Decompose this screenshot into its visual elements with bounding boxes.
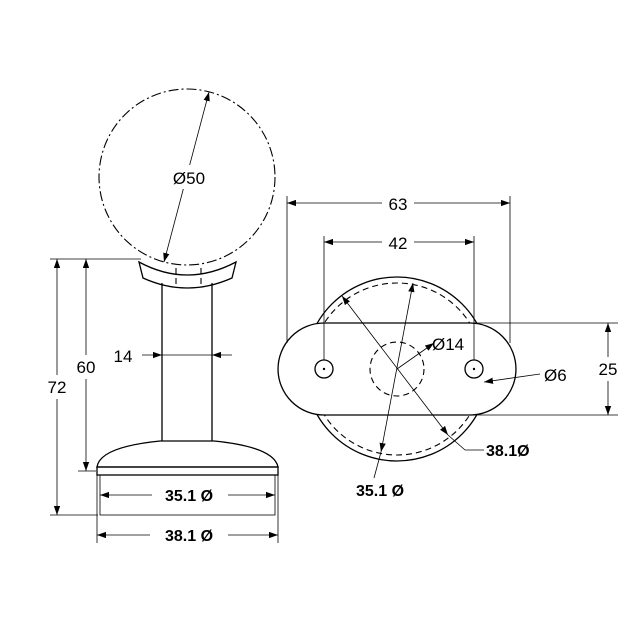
top-inner-diameter-label: 35.1 Ø — [356, 483, 404, 500]
saddle-cup — [138, 260, 237, 289]
ball-diameter-label: Ø50 — [173, 169, 205, 188]
plate-length-label-bg — [382, 191, 414, 215]
top-inner-diameter-line — [379, 282, 415, 453]
post-width-label: 14 — [114, 347, 133, 366]
ball-label-bg — [163, 165, 217, 189]
hole-spacing-label-bg — [382, 230, 414, 254]
base-inner-diameter-label: 35.1 Ø — [165, 488, 213, 505]
plate-length-label: 63 — [389, 195, 408, 214]
base-outer-diameter-label: 38.1 Ø — [165, 528, 213, 545]
top-inner-diameter-tail — [373, 451, 382, 479]
base-outer-label-bg — [150, 523, 228, 547]
base-inner-label-bg — [152, 483, 228, 507]
base-dome — [96, 440, 279, 468]
height-inner-label-bg — [72, 355, 100, 379]
top-outer-diameter-label: 38.1Ø — [486, 443, 530, 460]
height-total-label: 72 — [48, 378, 67, 397]
plate-width-label: 25 — [599, 360, 618, 379]
side-hole-label: Ø6 — [544, 366, 567, 385]
height-total-label-bg — [43, 375, 71, 399]
top-outer-diameter-tail — [447, 434, 466, 451]
base-flange — [96, 466, 279, 476]
hole-spacing-label: 42 — [389, 234, 408, 253]
height-inner-label: 60 — [77, 358, 96, 377]
side-hole-leader — [483, 373, 541, 384]
plate-width-label-bg — [592, 357, 624, 381]
center-hole-label: Ø14 — [432, 335, 464, 354]
side-view: Ø50 14 60 72 35.1 Ø 38.1 Ø — [43, 88, 279, 547]
ball-outline — [98, 88, 276, 266]
top-view: 63 42 25 Ø14 Ø6 38.1Ø 35.1 Ø — [277, 191, 624, 500]
right-screw-center — [472, 367, 476, 371]
left-screw-center — [322, 367, 326, 371]
